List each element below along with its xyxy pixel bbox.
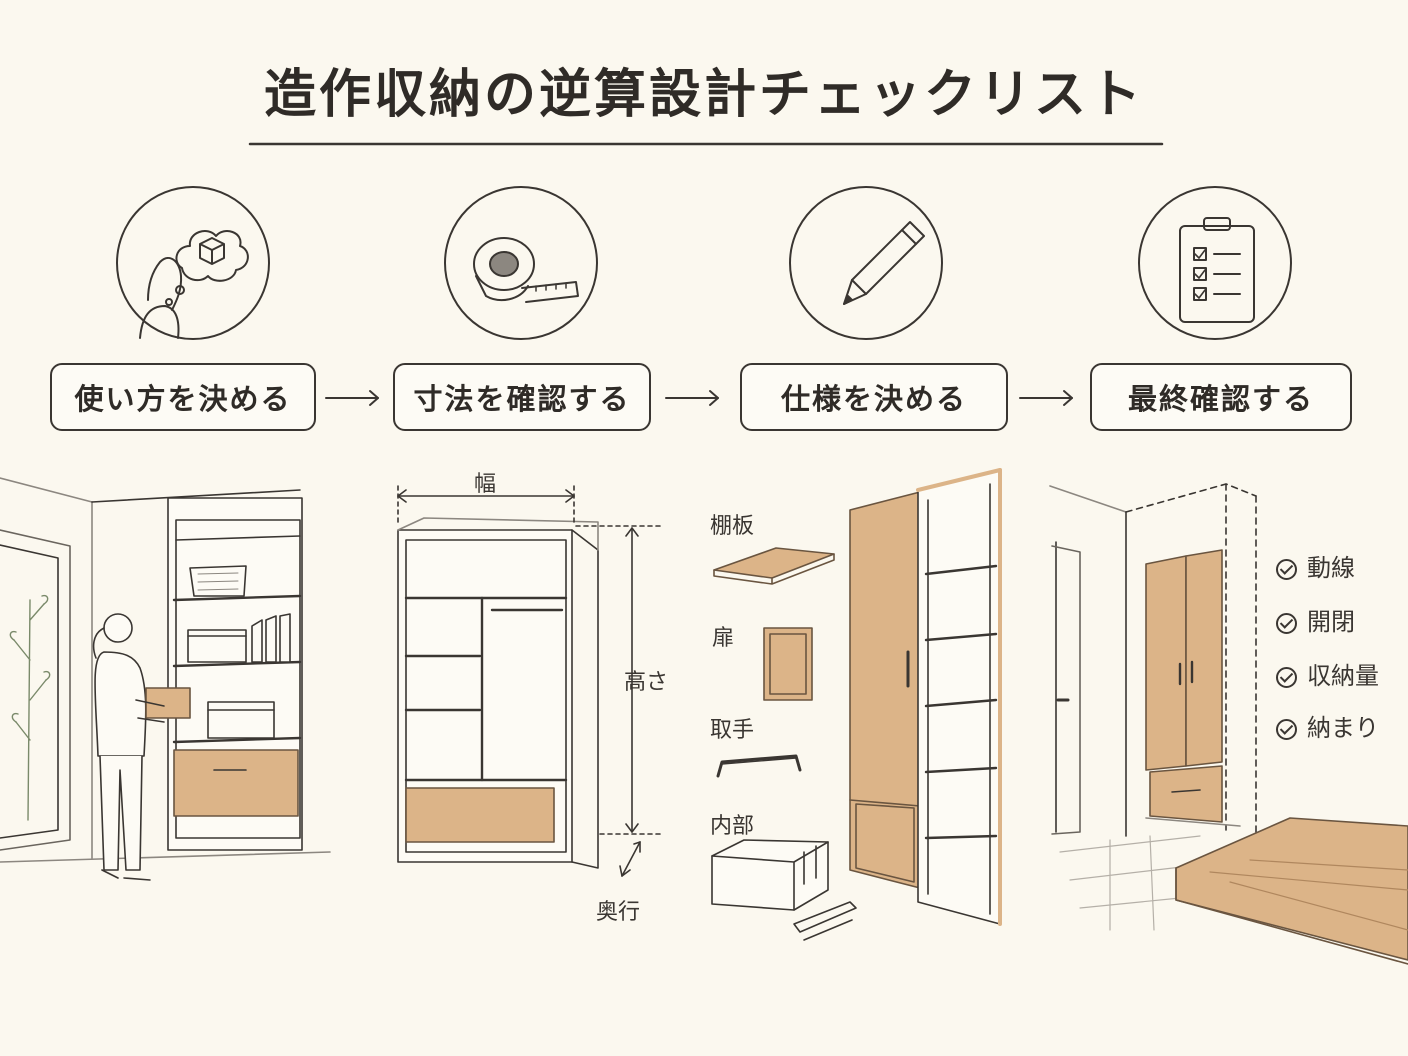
step-label-3: 仕様を決める xyxy=(780,382,967,416)
person-thinking-icon xyxy=(117,187,269,339)
step-arrow-1 xyxy=(326,391,378,405)
person-figure xyxy=(94,614,190,880)
scene-final-check xyxy=(1050,484,1408,964)
step-box-3: 仕様を決める xyxy=(740,363,1008,431)
step-arrow-3 xyxy=(1020,391,1072,405)
page-title: 造作収納の逆算設計チェックリスト xyxy=(263,65,1144,125)
plant-icon xyxy=(10,596,49,820)
step-box-4: 最終確認する xyxy=(1090,363,1352,431)
scene-usage xyxy=(0,478,330,880)
step-label-2: 寸法を確認する xyxy=(413,382,631,416)
step-label-4: 最終確認する xyxy=(1127,382,1314,416)
label-shelf: 棚板 xyxy=(710,514,755,539)
step-box-1: 使い方を決める xyxy=(50,363,316,431)
label-depth: 奥行 xyxy=(596,900,641,925)
label-door: 扉 xyxy=(712,626,735,651)
scene-specifications xyxy=(712,470,1000,940)
pencil-icon xyxy=(790,187,942,339)
check-item-label: 収納量 xyxy=(1307,662,1379,690)
step-label-1: 使い方を決める xyxy=(74,382,292,416)
check-circle-icon xyxy=(1276,666,1297,688)
check-item-label: 納まり xyxy=(1307,714,1379,742)
check-circle-icon xyxy=(1276,558,1297,580)
check-item-3: 収納量 xyxy=(1276,656,1379,691)
clipboard-checklist-icon xyxy=(1139,187,1291,339)
check-item-2: 開閉 xyxy=(1276,602,1355,637)
label-interior: 内部 xyxy=(710,814,755,839)
label-height: 高さ xyxy=(624,670,669,695)
check-item-label: 開閉 xyxy=(1307,608,1355,636)
check-item-label: 動線 xyxy=(1307,554,1355,582)
check-item-4: 納まり xyxy=(1276,708,1379,743)
step-box-2: 寸法を確認する xyxy=(393,363,651,431)
check-circle-icon xyxy=(1276,612,1297,634)
step-arrow-2 xyxy=(666,391,718,405)
scene-dimensions xyxy=(398,486,660,876)
check-circle-icon xyxy=(1276,718,1297,740)
tape-measure-icon xyxy=(445,187,597,339)
label-width: 幅 xyxy=(474,472,497,497)
check-item-1: 動線 xyxy=(1276,548,1355,583)
label-handle: 取手 xyxy=(710,718,755,743)
